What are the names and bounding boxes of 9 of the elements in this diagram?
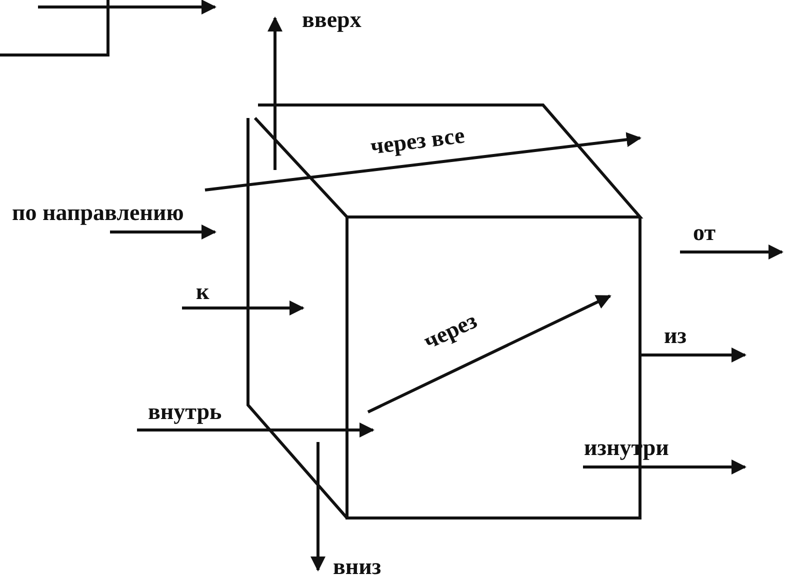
direction-label: внутрь [148,400,222,423]
direction-label: по направлению [12,201,184,224]
direction-label: к [196,280,210,303]
direction-label: через [420,308,480,353]
direction-label: вверх [302,8,362,31]
direction-label: через все [369,124,466,158]
direction-label: от [693,221,716,244]
direction-label: из [664,324,686,347]
direction-label: вниз [333,555,382,578]
